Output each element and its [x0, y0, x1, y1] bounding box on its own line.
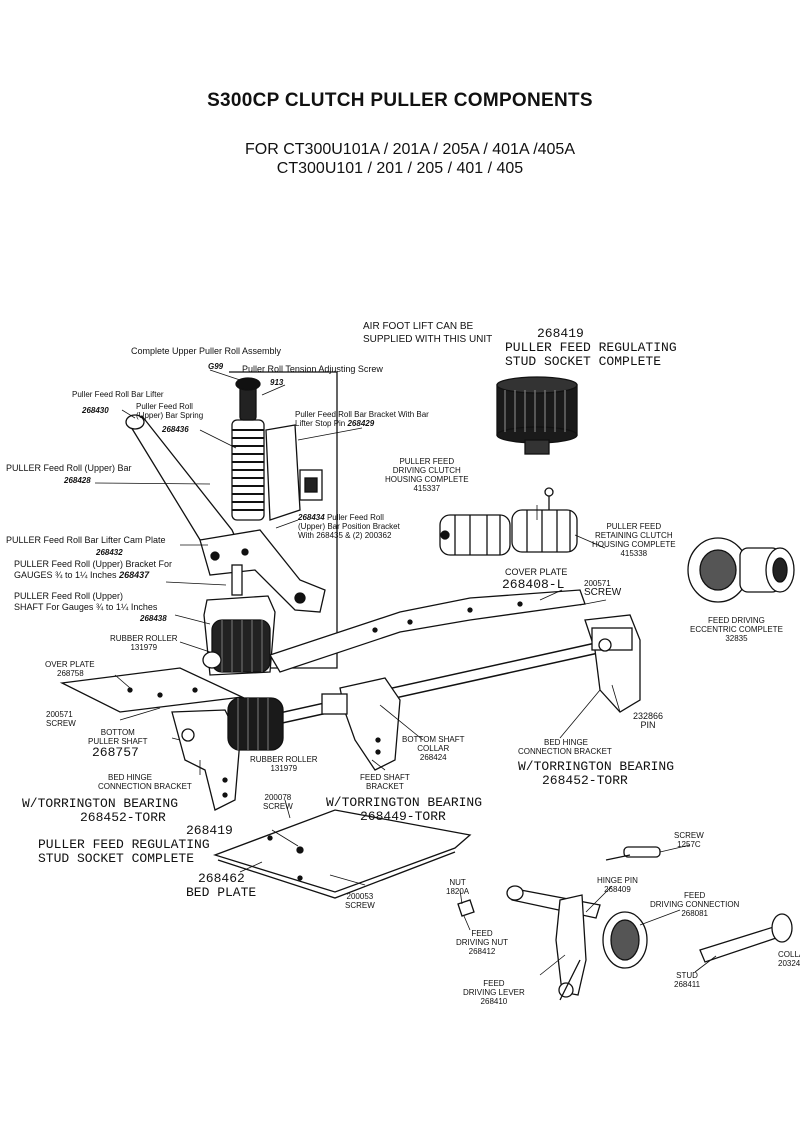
cover-plate-right-label: COVER PLATE: [505, 567, 568, 577]
position-bracket-label: 268434 Puller Feed Roll(Upper) Bar Posit…: [298, 513, 400, 540]
eccentric-complete: [687, 537, 795, 603]
feed-driving-lever-assembly: [457, 846, 793, 1001]
bar-bracket: [265, 424, 323, 521]
upper-roller-assembly: [202, 564, 276, 676]
bar-spring-label: Puller Feed Roll(Upper) Bar Spring: [136, 402, 204, 420]
leader-lines: [94, 369, 717, 976]
bottom-shaft-number: 268757: [92, 745, 139, 760]
bar-lifter-label: Puller Feed Roll Bar Lifter: [72, 390, 164, 399]
model-list-line-1: FOR CT300U101A / 201A / 205A / 401A /405…: [245, 141, 575, 158]
regulating-stud-socket-top: [496, 376, 578, 455]
feed-shaft-bracket: [321, 677, 401, 771]
upper-assembly-number: G99: [208, 362, 224, 371]
model-list-line-2: CT300U101 / 201 / 205 / 401 / 405: [276, 160, 524, 177]
upper-shaft-number: 268438: [140, 614, 167, 623]
tension-screw-label: Puller Roll Tension Adjusting Screw: [242, 364, 383, 374]
bar-spring: [231, 377, 265, 521]
upper-assembly-label: Complete Upper Puller Roll Assembly: [131, 346, 282, 356]
tension-screw-number: 913: [270, 378, 284, 387]
upper-bar-label: PULLER Feed Roll (Upper) Bar: [6, 463, 132, 473]
bed-hinge-bracket-right: [584, 614, 641, 713]
upper-bar-number: 268428: [64, 476, 91, 485]
cover-plate-right-number: 268408-L: [502, 577, 565, 592]
bottom-rubber-roller: [227, 697, 284, 751]
bed-plate: [212, 809, 472, 899]
position-bracket: [199, 529, 326, 613]
upper-shaft-label: PULLER Feed Roll (Upper)SHAFT For Gauges…: [14, 591, 158, 612]
bar-spring-number: 268436: [162, 425, 189, 434]
page-title: S300CP CLUTCH PULLER COMPONENTS: [207, 90, 593, 111]
bar-lifter-number: 268430: [82, 406, 109, 415]
cam-plate-label: PULLER Feed Roll Bar Lifter Cam Plate: [6, 535, 166, 545]
clutch-housings: [439, 487, 578, 556]
cam-plate-number: 268432: [96, 548, 123, 557]
over-plate-left: [59, 667, 245, 713]
collar-right-label: COLLA20324: [778, 950, 800, 968]
